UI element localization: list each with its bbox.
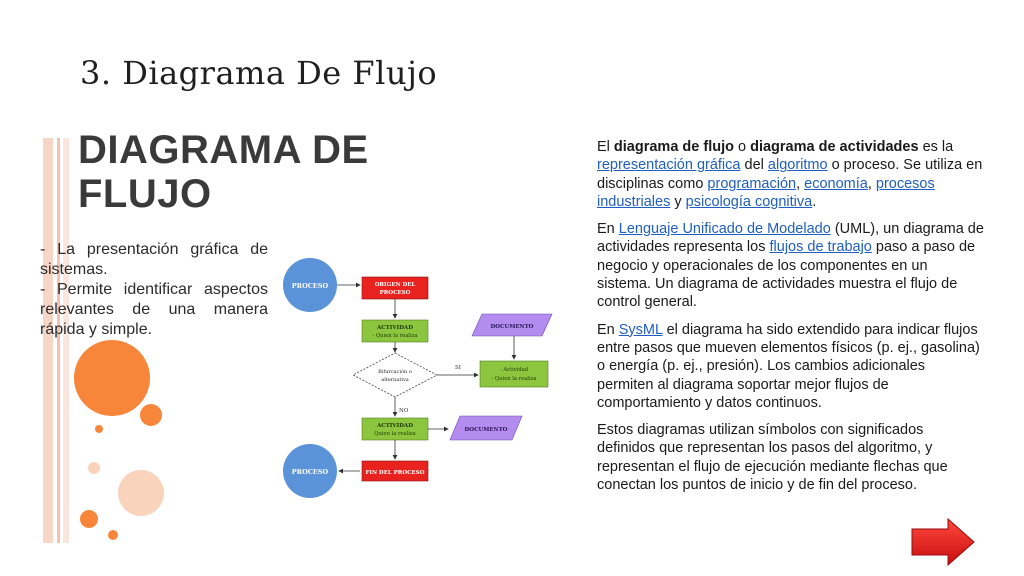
text-run: ,: [867, 175, 876, 192]
text-run: En: [597, 321, 619, 338]
point-text: - Permite identificar aspectos relevante…: [40, 281, 268, 338]
link-procesos-industriales[interactable]: procesos industriales: [597, 175, 935, 210]
decision-label: alternativa: [381, 377, 409, 383]
link-representacion-grafica[interactable]: representación gráfica: [597, 157, 741, 174]
link-psicologia-cognitiva[interactable]: psicología cognitiva: [685, 193, 813, 210]
text-run: el diagrama ha sido extendido para indic…: [597, 321, 980, 411]
end-box-label: FIN DEL PROCESO: [366, 470, 425, 476]
point-text: - La presentación gráfica de sistemas.: [40, 241, 268, 278]
flowchart-diagram: PROCESO ORIGEN DEL PROCESO ACTIVIDAD - Q…: [283, 258, 553, 498]
document-shape: [471, 313, 553, 337]
image-heading: DIAGRAMA DE FLUJO: [78, 128, 369, 216]
decorative-circle: [74, 340, 150, 416]
decorative-circle: [118, 470, 164, 516]
decorative-circle: [88, 462, 100, 474]
origin-box-label: ORIGEN DEL: [375, 282, 416, 288]
bold-term: diagrama de flujo: [613, 139, 734, 155]
decorative-circle: [140, 404, 162, 426]
side-activity-box: [479, 360, 549, 388]
link-economia[interactable]: economía: [804, 175, 868, 192]
slide-title: 3. Diagrama De Flujo: [80, 54, 438, 92]
decorative-band: [57, 138, 60, 543]
decorative-band: [43, 138, 53, 543]
paragraph: En SysML el diagrama ha sido extendido p…: [597, 321, 985, 412]
start-circle: [283, 258, 337, 312]
decorative-circle: [80, 510, 98, 528]
decorative-circle: [95, 425, 103, 433]
origin-box-label: PROCESO: [380, 290, 411, 296]
body-text: El diagrama de flujo o diagrama de activ…: [597, 138, 985, 503]
yes-label: SI: [455, 365, 461, 371]
link-uml[interactable]: Lenguaje Unificado de Modelado: [618, 221, 831, 238]
decorative-circle: [108, 530, 118, 540]
arrow-shape[interactable]: [911, 517, 975, 567]
text-run: y: [670, 193, 686, 210]
image-points: - La presentación gráfica de sistemas. -…: [40, 240, 268, 340]
text-run: El: [597, 139, 614, 155]
activity-box-label: ACTIVIDAD: [376, 325, 413, 331]
decorative-band: [63, 138, 69, 543]
start-circle-label: PROCESO: [292, 282, 329, 290]
right-arrow-icon[interactable]: [910, 517, 976, 567]
text-run: o: [733, 139, 751, 155]
link-sysml[interactable]: SysML: [618, 321, 663, 338]
image-heading-line: FLUJO: [78, 172, 212, 216]
side-activity-label: - Quien la realiza: [492, 376, 537, 382]
end-box: [361, 460, 429, 482]
activity-box-label: ACTIVIDAD: [376, 423, 413, 429]
link-algoritmo[interactable]: algoritmo: [767, 157, 828, 174]
decision-diamond: [352, 352, 438, 398]
document-label: DOCUMENTO: [491, 324, 534, 330]
text-run: o proceso. Se utiliza en disciplinas com…: [597, 157, 983, 192]
document-label: DOCUMENTO: [465, 427, 508, 433]
decision-label: Bifurcación o: [378, 368, 412, 375]
activity-box-label: - Quien la realiza: [373, 333, 418, 339]
side-activity-label: - Actividad: [500, 367, 529, 373]
document-shape: [449, 415, 523, 441]
end-circle: [283, 444, 337, 498]
activity-box-label: Quien la realiza: [374, 431, 416, 437]
paragraph: El diagrama de flujo o diagrama de activ…: [597, 138, 985, 211]
text-run: es la: [918, 139, 954, 155]
no-label: NO: [399, 408, 409, 414]
end-circle-label: PROCESO: [292, 468, 329, 476]
text-run: (UML), un diagrama de actividades repres…: [597, 221, 984, 256]
link-programacion[interactable]: programación: [707, 175, 797, 192]
image-heading-line: DIAGRAMA DE: [78, 128, 369, 172]
text-run: del: [740, 157, 768, 174]
text-run: En: [597, 221, 619, 238]
text-run: ,: [796, 175, 805, 192]
bold-term: diagrama de actividades: [750, 139, 919, 155]
paragraph: En Lenguaje Unificado de Modelado (UML),…: [597, 220, 985, 311]
paragraph: Estos diagramas utilizan símbolos con si…: [597, 422, 948, 494]
text-run: paso a paso de negocio y operacionales d…: [597, 239, 976, 311]
link-flujos-de-trabajo[interactable]: flujos de trabajo: [769, 239, 872, 256]
text-run: .: [812, 193, 817, 210]
